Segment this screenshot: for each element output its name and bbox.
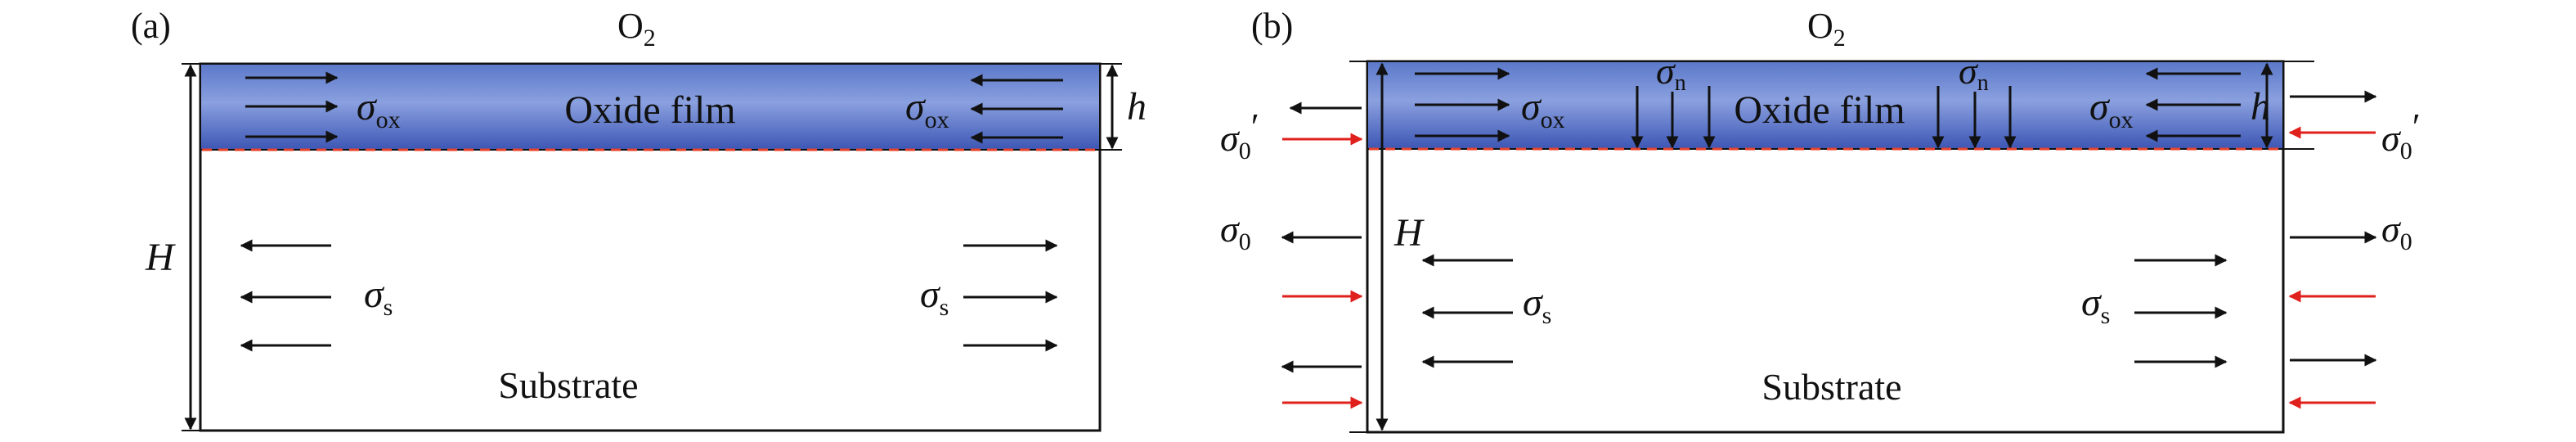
panel-b-sigma-ox-left: σox bbox=[1521, 85, 1565, 133]
panel-b-sigma-s-left: σs bbox=[1523, 281, 1551, 329]
panel-b-substrate-label: Substrate bbox=[1761, 366, 1901, 408]
panel-b-sigma-s-right: σs bbox=[2081, 281, 2110, 329]
panel-b-H-label: H bbox=[1393, 211, 1425, 255]
panel-a-label: (a) bbox=[131, 6, 171, 46]
panel-a-substrate-label: Substrate bbox=[498, 364, 638, 406]
panel-b-film-label: Oxide film bbox=[1734, 88, 1905, 132]
panel-a-oxide-film bbox=[200, 63, 1101, 151]
panel-a-sigma-s-left: σs bbox=[364, 273, 393, 321]
panel-b-label: (b) bbox=[1251, 6, 1293, 46]
panel-b: (b) O2 Oxide film Substrate σox σox σn bbox=[1220, 6, 2421, 434]
panel-b-sigma-ox-right: σox bbox=[2089, 85, 2134, 133]
panel-a-gas-label: O2 bbox=[617, 6, 656, 52]
panel-b-oxide-film bbox=[1367, 61, 2284, 150]
panel-b-sigma0-right: σ0 bbox=[2381, 208, 2412, 255]
panel-b-sigma0-prime-right: σ0′ bbox=[2381, 106, 2421, 165]
panel-a-sigma-s-right: σs bbox=[920, 273, 949, 321]
panel-a-sigma-ox-left: σox bbox=[357, 85, 401, 133]
panel-b-sigma0-left: σ0 bbox=[1220, 208, 1251, 255]
panel-b-gas-label: O2 bbox=[1807, 6, 1846, 52]
panel-b-sigma-n-right: σn bbox=[1959, 50, 1989, 96]
panel-a-film-label: Oxide film bbox=[564, 88, 735, 132]
panel-b-h-label: h bbox=[2251, 85, 2270, 129]
panel-b-sigma-n-left: σn bbox=[1656, 50, 1686, 96]
panel-a-H-label: H bbox=[145, 236, 176, 279]
panel-a-h-label: h bbox=[1127, 85, 1147, 129]
panel-a-sigma-ox-right: σox bbox=[905, 85, 949, 133]
panel-a: (a) O2 Oxide film Substrate σox σox σs σ… bbox=[131, 6, 1147, 432]
panel-b-sigma0-prime-left: σ0′ bbox=[1220, 106, 1259, 165]
